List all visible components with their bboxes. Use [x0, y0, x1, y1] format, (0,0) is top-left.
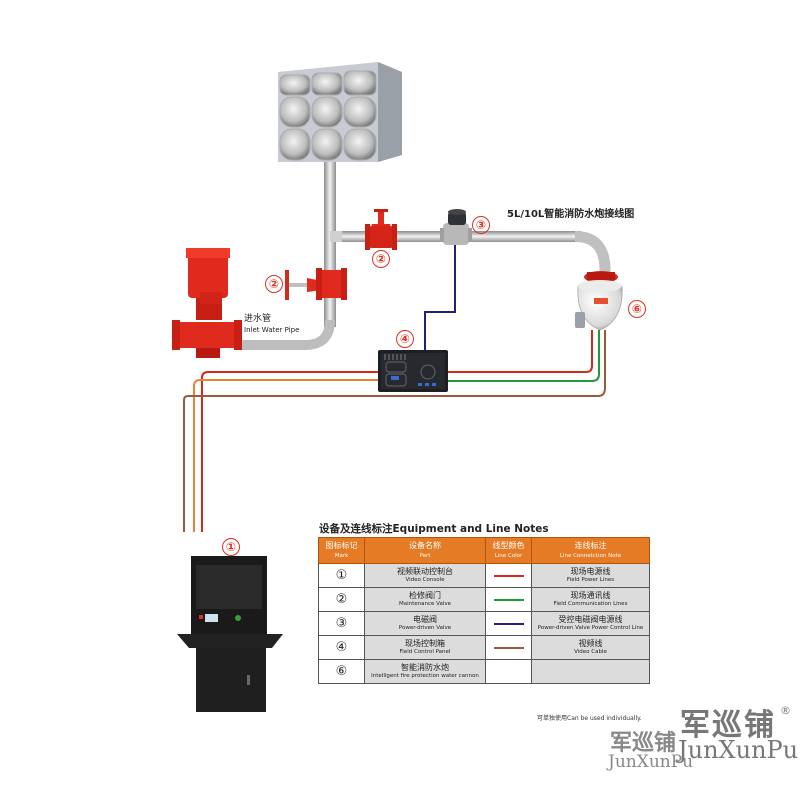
header-en: Mark — [334, 552, 349, 559]
diagram-title: 5L/10L智能消防水炮接线图 — [507, 209, 635, 220]
part-cn: 视频联动控制台 — [397, 566, 453, 576]
note-en: Field Communication Lines — [553, 600, 628, 607]
legend-header-note: 连线标注 Line Connetction Note — [531, 537, 650, 564]
solenoid-valve — [440, 209, 472, 245]
inlet-label-en: Inlet Water Pipe — [244, 326, 300, 334]
note-cn: 现场电源线 — [570, 566, 611, 576]
row-line-color — [485, 659, 532, 684]
header-cn: 线型颜色 — [492, 540, 525, 550]
usage-note: 可单独使用Can be used individually. — [537, 715, 642, 722]
part-cn: 电磁阀 — [413, 614, 437, 624]
maintenance-valve-lower — [285, 268, 347, 300]
row-mark: ① — [318, 563, 365, 588]
legend-table: 图标标记 Mark 设备名称 Part 线型颜色 Line Color 连线标注 Lin… — [318, 537, 650, 684]
line-swatch — [493, 622, 524, 625]
note-cn: 现场通讯线 — [570, 590, 611, 600]
header-en: Line Color — [494, 552, 523, 559]
part-cn: 现场控制箱 — [405, 638, 445, 648]
legend-header-part: 设备名称 Part — [364, 537, 486, 564]
line-swatch — [493, 574, 524, 577]
row-mark: ⑥ — [318, 659, 365, 684]
wires — [183, 245, 606, 532]
water-cannon — [575, 271, 623, 331]
inlet-pipe-label: 进水管 Inlet Water Pipe — [244, 314, 299, 336]
field-control-panel — [378, 350, 448, 392]
brand-logo-cn: 军巡铺 — [680, 708, 776, 743]
part-en: Intelligent fire protection water cannon — [371, 672, 479, 679]
brand-watermark-small-en: JunXunPu — [608, 752, 694, 772]
legend-header-mark: 图标标记 Mark — [318, 537, 365, 564]
row-line-color — [485, 563, 532, 588]
fire-pump — [172, 248, 242, 358]
row-line-color — [485, 635, 532, 660]
part-en: Power-driven Valve — [398, 624, 452, 631]
video-console — [177, 556, 283, 712]
wire-power-left — [201, 371, 378, 532]
brand-watermark-small-cn: 军巡铺 — [610, 731, 677, 756]
callout-water-cannon: ⑥ — [628, 300, 646, 318]
legend-header-row: 图标标记 Mark 设备名称 Part 线型颜色 Line Color 连线标注 Lin… — [318, 537, 650, 564]
row-mark: ③ — [318, 611, 365, 636]
row-mark: ④ — [318, 635, 365, 660]
header-cn: 图标标记 — [325, 540, 358, 550]
row-line-color — [485, 611, 532, 636]
legend-title: 设备及连线标注Equipment and Line Notes — [319, 523, 549, 535]
wire-video — [183, 330, 606, 532]
note-en: Field Power Lines — [566, 576, 615, 583]
header-cn: 设备名称 — [409, 540, 441, 550]
wire-valve-power — [424, 245, 456, 350]
part-en: Maintenance Valve — [398, 600, 452, 607]
part-cn: 检修阀门 — [409, 590, 441, 600]
wire-power-right — [448, 330, 593, 373]
legend-header-color: 线型颜色 Line Color — [485, 537, 532, 564]
callout-video-console: ① — [222, 538, 240, 556]
callout-solenoid-valve: ③ — [472, 216, 490, 234]
line-swatch — [493, 598, 524, 601]
wire-orange-left — [193, 379, 378, 532]
callout-maintenance-valve-upper: ② — [372, 250, 390, 268]
note-en: Video Cable — [574, 648, 607, 655]
registered-mark-icon: ® — [780, 704, 791, 717]
note-en: Power-driven Valve Power Control Line — [537, 624, 644, 631]
wire-comm-right — [448, 330, 600, 382]
water-tank — [278, 62, 402, 162]
part-en: Video Console — [405, 576, 445, 583]
note-cn: 受控电磁阀电源线 — [558, 614, 623, 624]
part-en: Field Control Panel — [399, 648, 451, 655]
callout-maintenance-valve-lower: ② — [265, 275, 283, 293]
row-line-color — [485, 587, 532, 612]
maintenance-valve-upper — [365, 209, 397, 250]
row-note — [531, 659, 650, 684]
note-cn: 视频线 — [578, 638, 603, 648]
part-cn: 智能消防水炮 — [401, 662, 449, 672]
line-swatch — [493, 646, 524, 649]
callout-control-panel: ④ — [396, 330, 414, 348]
header-en: Part — [419, 552, 431, 559]
inlet-label-cn: 进水管 — [244, 314, 272, 324]
brand-logo-en: JunXunPu — [678, 736, 799, 764]
row-mark: ② — [318, 587, 365, 612]
header-cn: 连线标注 — [574, 540, 607, 550]
header-en: Line Connetction Note — [559, 552, 622, 559]
